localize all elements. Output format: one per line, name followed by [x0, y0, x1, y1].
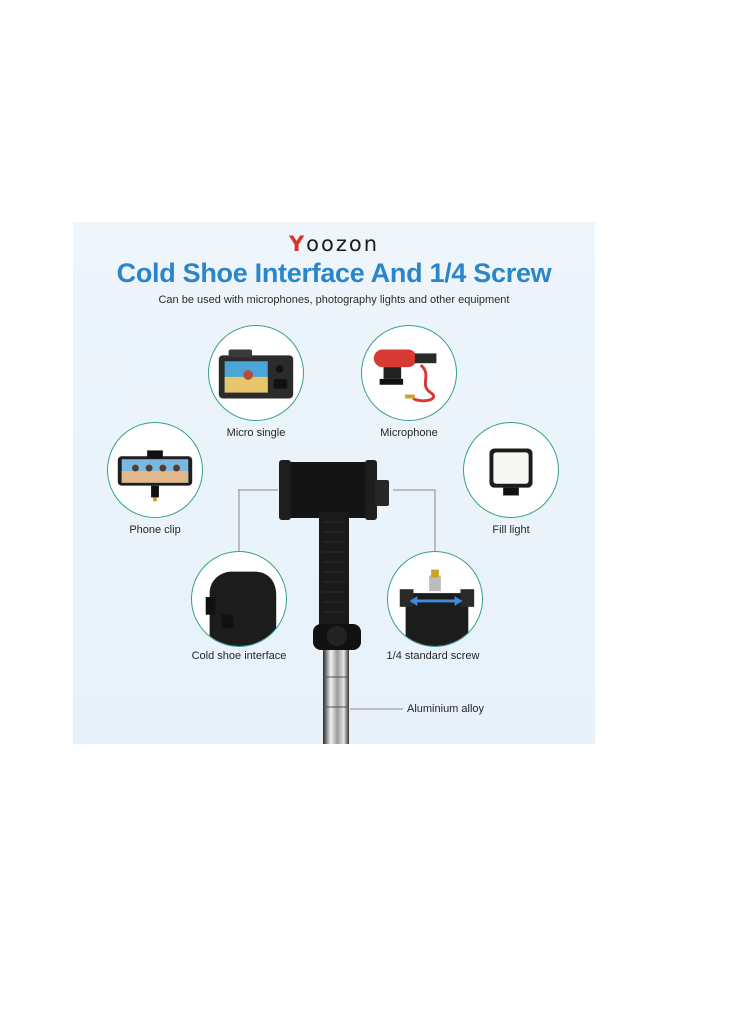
screw-label: 1/4 standard screw — [386, 650, 480, 662]
headline: Cold Shoe Interface And 1/4 Screw — [116, 258, 552, 288]
brand-logo-text: oozon — [306, 232, 380, 256]
microphone-icon — [373, 349, 437, 403]
fill-light-circle — [463, 422, 559, 518]
screw-circle — [387, 551, 483, 647]
brand-logo: Yoozon — [73, 232, 595, 256]
screw-icon — [399, 569, 475, 646]
microphone-circle — [361, 325, 457, 421]
fill-light-icon — [489, 448, 533, 496]
product-panel: Yoozon Cold Shoe Interface And 1/4 Screw… — [73, 222, 595, 744]
cold-shoe-icon — [205, 571, 277, 646]
brand-logo-y: Y — [288, 232, 307, 256]
camera-icon — [218, 349, 294, 399]
selfie-stick-image — [279, 460, 389, 744]
micro-single-label: Micro single — [226, 427, 286, 439]
micro-single-circle — [208, 325, 304, 421]
connector-lines — [238, 489, 436, 710]
cold-shoe-circle — [191, 551, 287, 647]
phone-clip-circle — [107, 422, 203, 518]
aluminium-alloy-label: Aluminium alloy — [407, 703, 485, 715]
phone-clip-icon — [117, 450, 193, 502]
cold-shoe-label: Cold shoe interface — [191, 650, 287, 662]
phone-clip-label: Phone clip — [129, 524, 181, 536]
subtitle: Can be used with microphones, photograph… — [158, 294, 510, 306]
fill-light-label: Fill light — [492, 524, 530, 536]
microphone-label: Microphone — [380, 427, 438, 439]
